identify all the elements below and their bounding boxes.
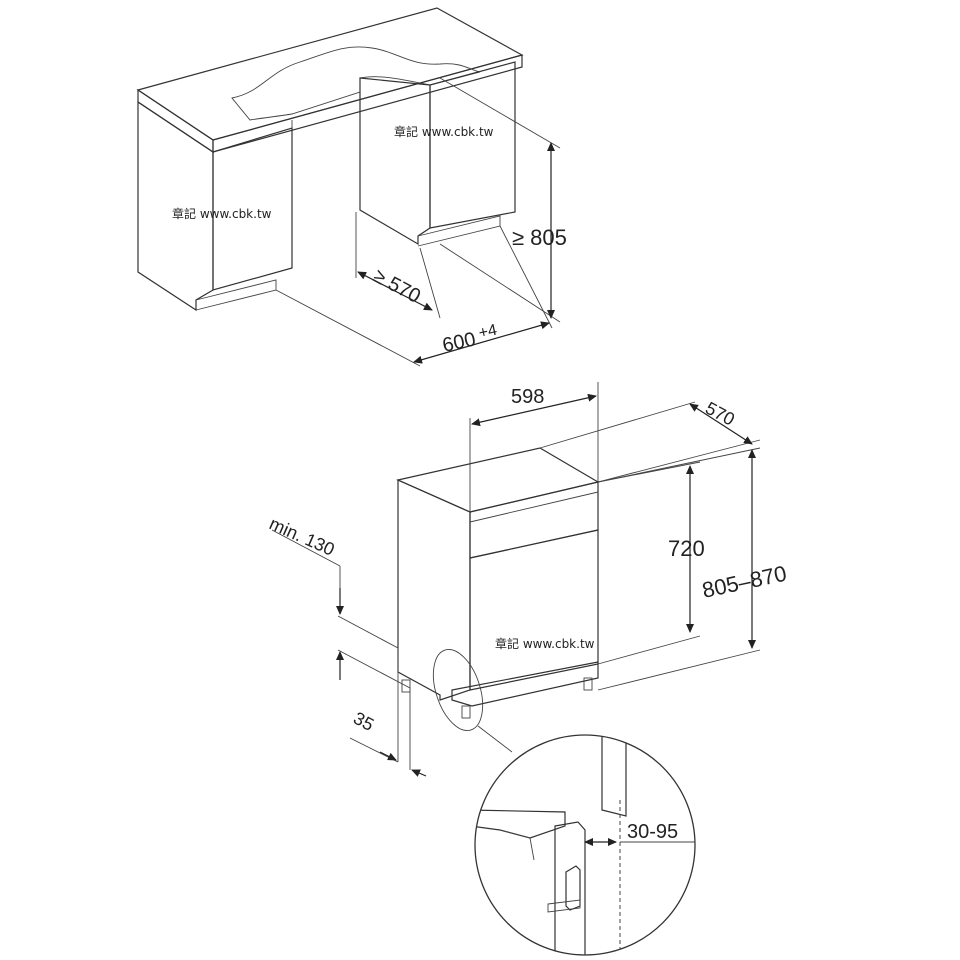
body-height-label: 720 (668, 536, 705, 561)
plinth-recess-label: 35 (350, 708, 377, 735)
plinth-min-height-label: min. 130 (266, 513, 337, 559)
detail-view (474, 734, 696, 956)
detail-marker-circle (432, 649, 484, 731)
appliance-drawing (271, 382, 761, 956)
watermark-top-left: 章記 www.cbk.tw (172, 206, 272, 221)
niche-height-label: ≥ 805 (512, 225, 567, 250)
right-cabinet (359, 61, 516, 247)
niche-depth-label: ≥ 570 (370, 265, 424, 308)
watermark-top-right: 章記 www.cbk.tw (394, 124, 494, 139)
detail-range-label: 30-95 (627, 821, 678, 843)
appliance-width-arrow (471, 393, 597, 427)
appliance-depth-label: 570 (702, 398, 738, 430)
recess-arrow-left (379, 751, 397, 761)
appliance-depth-arrow (689, 403, 753, 445)
niche-drawing (136, 7, 561, 367)
niche-width-tolerance: +4 (477, 322, 498, 342)
total-height-label: 805–870 (700, 561, 789, 603)
recess-arrow-right (411, 769, 427, 777)
watermark-appliance: 章記 www.cbk.tw (495, 636, 595, 651)
niche-dimensions (275, 77, 561, 367)
niche-width-arrow (413, 321, 550, 364)
niche-width-label: 600 (440, 328, 477, 356)
appliance-width-label: 598 (511, 386, 544, 408)
niche-depth-arrow (357, 271, 433, 311)
left-cabinet (137, 100, 293, 312)
dishwasher-body (396, 447, 600, 753)
appliance-dimensions (271, 382, 761, 777)
